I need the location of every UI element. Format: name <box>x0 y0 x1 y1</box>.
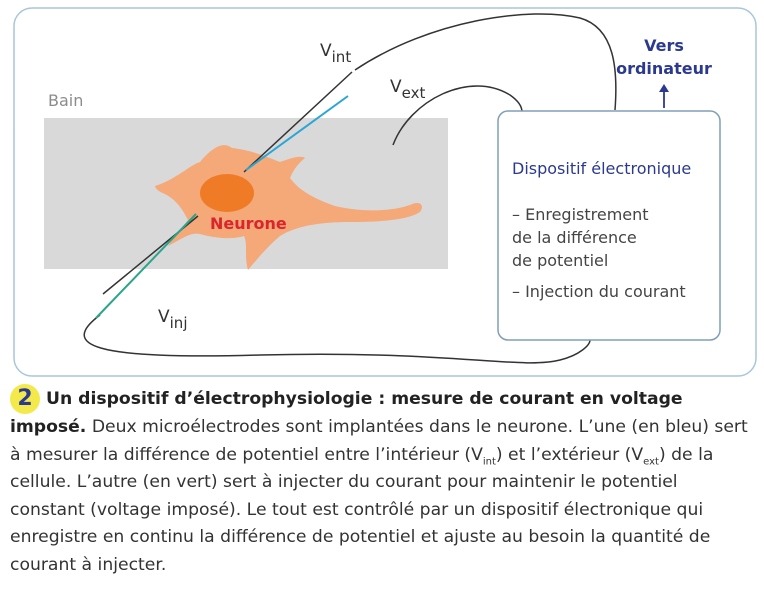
up-arrow-head-icon <box>659 84 669 92</box>
electrode-vint-black <box>243 71 353 173</box>
setup-diagram: Bain Neurone Vint Vext Vinj Vers ordinat… <box>13 7 757 377</box>
device-line-1: – Enregistrement <box>512 205 649 224</box>
caption-sub-int: int <box>482 456 496 468</box>
caption-text-2: ) et l’extérieur (V <box>495 444 644 465</box>
computer-label-line1: Vers <box>644 36 684 55</box>
wire-vext <box>392 85 523 146</box>
electrode-vint-blue <box>245 95 349 171</box>
device-line-2: de la différence <box>512 228 637 247</box>
electrode-vinj-green <box>95 213 197 319</box>
caption-text-3: ) de la cellule. L’autre (en vert) sert … <box>10 444 714 575</box>
wire-vint <box>354 13 617 111</box>
caption-sub-ext: ext <box>643 456 659 468</box>
neuron-label: Neurone <box>210 214 287 233</box>
vinj-label: Vinj <box>158 307 187 332</box>
neuron-nucleus <box>200 174 254 212</box>
caption-title: Un dispositif d’électrophysiologie : mes… <box>10 389 683 437</box>
bath-label: Bain <box>48 91 83 110</box>
caption-text-1: Deux microélectrodes sont implantées dan… <box>10 417 748 465</box>
device-line-3: de potentiel <box>512 251 608 270</box>
device-box <box>497 110 721 341</box>
device-title: Dispositif électronique <box>512 159 691 178</box>
wire-vinj <box>83 314 591 364</box>
device-line-4: – Injection du courant <box>512 282 686 301</box>
figure-number-badge: 2 <box>10 384 40 414</box>
vext-label: Vext <box>390 77 425 102</box>
computer-label-line2: ordinateur <box>616 59 712 78</box>
vint-label: Vint <box>320 41 351 66</box>
